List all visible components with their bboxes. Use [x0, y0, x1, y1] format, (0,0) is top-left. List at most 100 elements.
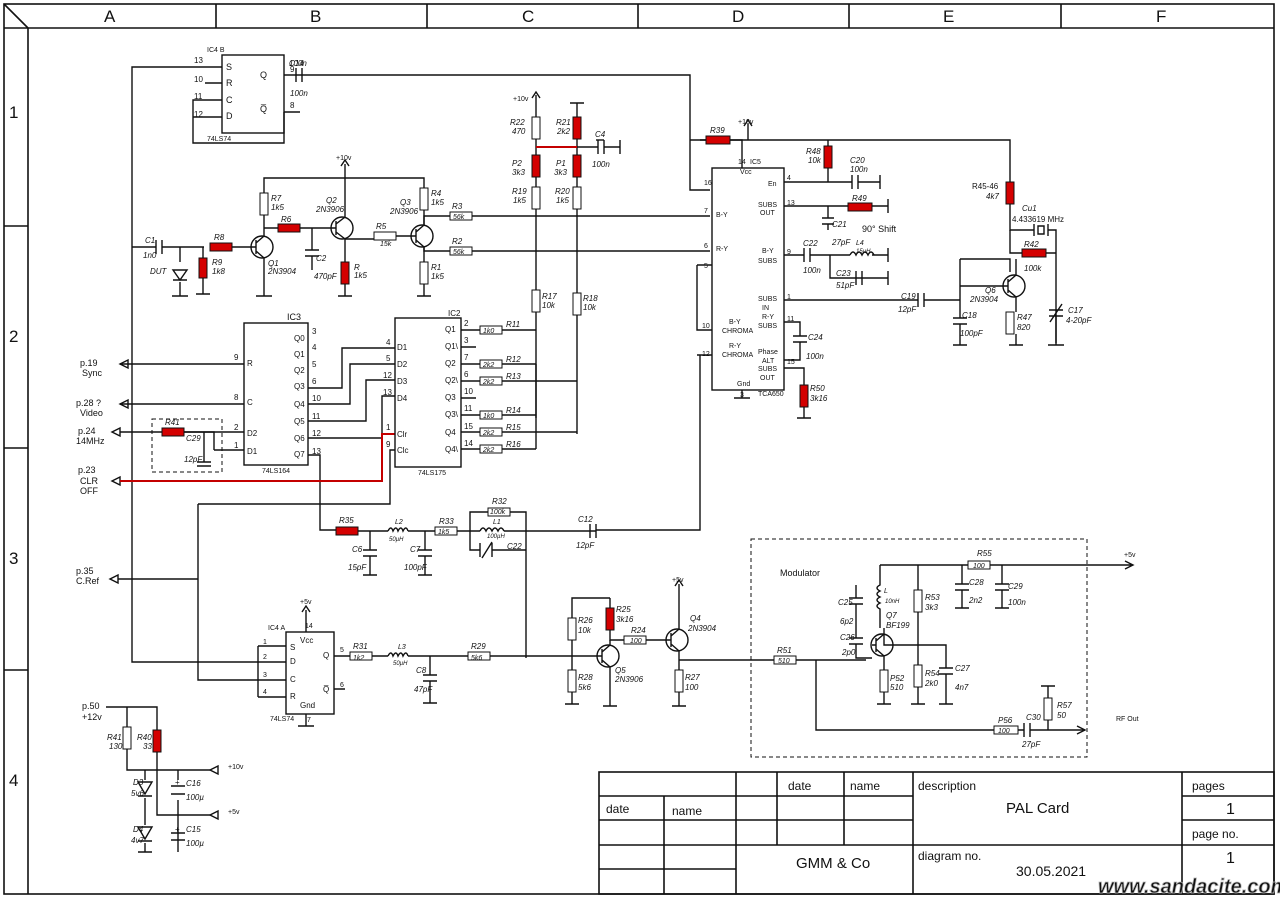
svg-text:100n: 100n: [290, 89, 308, 98]
grid-row-4: 4: [9, 771, 18, 790]
svg-text:D2: D2: [247, 429, 258, 438]
svg-text:Q1\: Q1\: [445, 342, 459, 351]
svg-text:P1: P1: [556, 159, 566, 168]
svg-text:2k2: 2k2: [482, 379, 494, 386]
svg-text:1: 1: [234, 441, 239, 450]
svg-text:D4: D4: [397, 394, 408, 403]
port-video-pin: p.28 ?: [76, 398, 101, 408]
svg-text:10: 10: [312, 394, 321, 403]
svg-text:R25: R25: [616, 605, 631, 614]
port-12v-label: +12v: [82, 712, 102, 722]
ic5-passives: R39 R48 10k C20 100n R49 90° Shift C21 2…: [690, 126, 1030, 419]
svg-text:+10v: +10v: [513, 96, 529, 103]
svg-text:R6: R6: [281, 215, 292, 224]
svg-text:SUBS: SUBS: [758, 258, 777, 265]
tb-date-header: date: [788, 779, 812, 793]
svg-text:R33: R33: [439, 517, 454, 526]
svg-text:3: 3: [312, 327, 317, 336]
svg-text:100pF: 100pF: [404, 563, 428, 572]
svg-text:R39: R39: [710, 126, 725, 135]
svg-text:1k5: 1k5: [431, 198, 444, 207]
svg-text:Q2: Q2: [326, 196, 337, 205]
svg-text:L3: L3: [398, 644, 406, 651]
svg-text:50µH: 50µH: [393, 661, 408, 667]
svg-text:Q3: Q3: [400, 198, 411, 207]
svg-text:D1: D1: [397, 343, 408, 352]
svg-text:C20: C20: [850, 156, 865, 165]
svg-text:RF Out: RF Out: [1116, 716, 1139, 723]
svg-text:15: 15: [464, 422, 473, 431]
svg-text:ALT: ALT: [762, 358, 775, 365]
svg-text:+: +: [175, 825, 180, 834]
svg-text:1k5: 1k5: [438, 529, 449, 536]
port-clk-label: 14MHz: [76, 436, 105, 446]
left-ports: p.19 Sync p.28 ? Video p.24 14MHz p.23 C…: [76, 358, 395, 681]
svg-text:C17: C17: [1068, 306, 1083, 315]
svg-text:Q2: Q2: [294, 366, 305, 375]
svg-text:1n0: 1n0: [143, 251, 157, 260]
svg-text:3k16: 3k16: [810, 394, 828, 403]
svg-text:CHROMA: CHROMA: [722, 352, 753, 359]
svg-text:Q0: Q0: [294, 334, 305, 343]
drawing-frame: A B C D E F 1 2 3 4: [3, 3, 1275, 895]
svg-text:51pF: 51pF: [836, 281, 855, 290]
svg-text:Phase: Phase: [758, 349, 778, 356]
svg-text:D4: D4: [133, 825, 144, 834]
title-block: date name date name description PAL Card…: [598, 771, 1280, 898]
svg-text:R24: R24: [631, 626, 646, 635]
svg-text:Q̅: Q̅: [260, 104, 267, 114]
svg-text:Q1: Q1: [445, 325, 456, 334]
svg-text:100n: 100n: [806, 352, 824, 361]
svg-text:4: 4: [787, 175, 791, 182]
svg-text:R2: R2: [452, 237, 463, 246]
svg-text:14: 14: [305, 623, 313, 630]
svg-text:12: 12: [194, 110, 203, 119]
svg-text:2k2: 2k2: [482, 430, 494, 437]
svg-text:74LS74: 74LS74: [270, 716, 294, 723]
svg-text:13: 13: [194, 56, 203, 65]
svg-text:15µH: 15µH: [856, 249, 871, 255]
grid-col-c: C: [522, 7, 534, 26]
svg-text:C8: C8: [416, 666, 427, 675]
svg-text:1k5: 1k5: [271, 203, 284, 212]
svg-text:10: 10: [464, 387, 473, 396]
ic5: IC5 Vcc Gnd TCA650 En SUBS OUT B-Y SUBS …: [596, 118, 795, 531]
svg-text:C12: C12: [578, 515, 593, 524]
svg-text:6p2: 6p2: [840, 617, 854, 626]
svg-text:+10v: +10v: [336, 155, 352, 162]
svg-text:4.433619 MHz: 4.433619 MHz: [1012, 215, 1064, 224]
svg-text:BF199: BF199: [886, 621, 910, 630]
svg-text:D3: D3: [397, 377, 408, 386]
svg-text:C24: C24: [808, 333, 823, 342]
svg-text:R5: R5: [376, 222, 387, 231]
svg-text:S: S: [226, 62, 232, 72]
svg-text:B-Y: B-Y: [729, 319, 741, 326]
svg-text:2: 2: [263, 654, 267, 661]
svg-text:SUBS: SUBS: [758, 296, 777, 303]
svg-text:5: 5: [312, 360, 317, 369]
svg-text:R13: R13: [506, 372, 521, 381]
svg-text:P2: P2: [512, 159, 522, 168]
svg-text:100: 100: [685, 683, 699, 692]
svg-text:1k5: 1k5: [354, 271, 367, 280]
svg-text:100k: 100k: [1024, 264, 1042, 273]
svg-text:1k5: 1k5: [431, 272, 444, 281]
svg-text:Q: Q: [323, 651, 329, 660]
ic2: IC2 74LS175 D1 D2 D3 D4 Clr Clc 4 5 12 1…: [383, 309, 577, 477]
svg-text:12pF: 12pF: [898, 305, 917, 314]
svg-text:1k8: 1k8: [212, 267, 225, 276]
svg-text:B-Y: B-Y: [716, 212, 728, 219]
svg-text:R-Y: R-Y: [716, 246, 728, 253]
tb-pages: 1: [1226, 801, 1235, 818]
svg-text:Q7: Q7: [294, 450, 305, 459]
svg-text:IC2: IC2: [448, 309, 461, 318]
svg-text:12: 12: [312, 429, 321, 438]
port-clk-pin: p.24: [78, 426, 96, 436]
svg-text:R49: R49: [852, 194, 867, 203]
svg-text:7: 7: [307, 717, 311, 724]
svg-text:R12: R12: [506, 355, 521, 364]
svg-text:C4: C4: [595, 130, 606, 139]
svg-text:C27: C27: [955, 664, 970, 673]
svg-text:R14: R14: [506, 406, 521, 415]
svg-text:27pF: 27pF: [1021, 740, 1041, 749]
